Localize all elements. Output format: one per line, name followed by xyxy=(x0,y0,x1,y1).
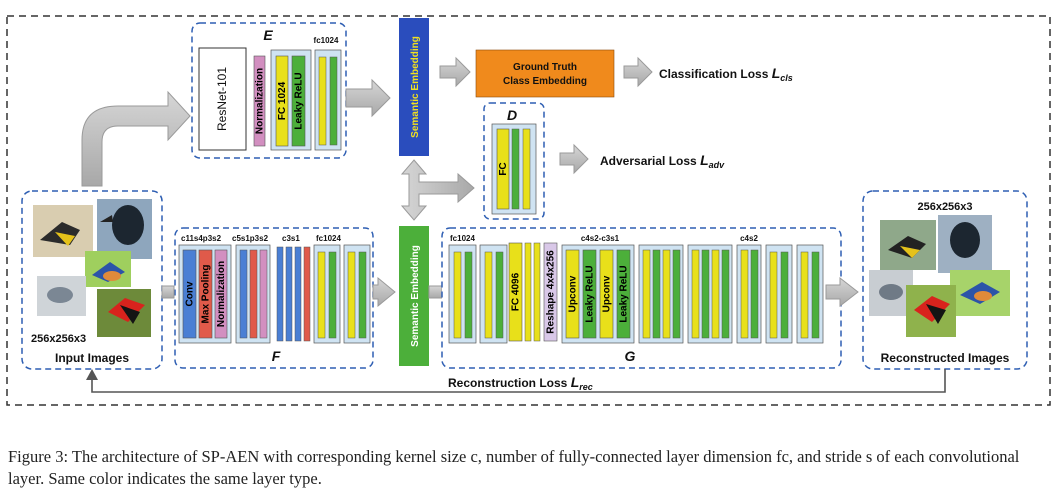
F-conv-layer xyxy=(182,249,197,339)
G-reshape-label: Reshape 4x4x256 xyxy=(546,250,557,334)
F-conv-label: Conv xyxy=(185,281,196,306)
ground-truth-line1: Ground Truth xyxy=(513,62,577,73)
F-pool-layer xyxy=(198,249,213,339)
architecture-diagram: 256x256x3 Input Images E fc1024 ResNet-1… xyxy=(6,15,1051,406)
arrow-to-adv-loss xyxy=(559,143,589,175)
arrow-input-to-E xyxy=(81,90,191,187)
arrow-F-to-embedding xyxy=(372,276,396,308)
figure-caption: Figure 3: The architecture of SP-AEN wit… xyxy=(8,447,1020,488)
adversarial-loss: Adversarial Loss Ladv xyxy=(600,152,725,170)
E-norm-layer xyxy=(253,55,266,147)
D-fc-layer xyxy=(496,128,510,210)
D-fc-label: FC xyxy=(498,162,509,175)
G-fc4096-layer xyxy=(508,242,523,342)
D-relu-layer xyxy=(511,128,520,210)
G-relu1-label: Leaky ReLU xyxy=(585,265,596,322)
ground-truth-line2: Class Embedding xyxy=(503,76,587,87)
G-cmid-label: c4s2-c3s1 xyxy=(581,234,620,243)
F-c4-label: fc1024 xyxy=(316,234,341,243)
G-relu1-layer xyxy=(582,249,597,339)
E-norm-label: Normalization xyxy=(255,68,266,134)
F-conv3-b xyxy=(285,246,293,342)
G-fc4096-label: FC 4096 xyxy=(511,272,522,311)
reconstructed-images-label: Reconstructed Images xyxy=(881,351,1010,365)
module-G-letter: G xyxy=(625,348,636,364)
input-images-label: Input Images xyxy=(55,351,129,365)
arrow-embedding-to-G xyxy=(428,285,443,299)
G-reshape-layer xyxy=(543,242,558,342)
reconstructed-bird-photos xyxy=(869,215,1010,337)
G-upconv2-label: Upconv xyxy=(602,275,613,312)
F-norm-layer xyxy=(214,249,228,339)
resnet-label: ResNet-101 xyxy=(215,67,229,131)
reconstruction-loss-line xyxy=(91,369,946,393)
arrow-to-ground-truth xyxy=(439,56,471,88)
semantic-embedding-bottom xyxy=(399,226,429,366)
F-pool3 xyxy=(303,246,311,342)
E-out-relu xyxy=(329,56,338,146)
G-upconv1-label: Upconv xyxy=(568,275,579,312)
reconstruction-loss: Reconstruction Loss Lrec xyxy=(448,374,593,392)
E-fc1024-layer xyxy=(275,55,289,147)
output-size-label: 256x256x3 xyxy=(917,201,972,213)
F-pool-label: Max Pooling xyxy=(201,265,212,324)
semantic-embedding-top xyxy=(399,18,429,156)
G-upconv2-layer xyxy=(599,249,614,339)
F-c1-label: c11s4p3s2 xyxy=(181,234,222,243)
F-c3-label: c3s1 xyxy=(282,234,300,243)
F-conv3-c xyxy=(294,246,302,342)
arrow-G-to-output xyxy=(825,276,859,308)
ground-truth-box xyxy=(475,49,615,98)
arrow-to-cls-loss xyxy=(623,56,653,88)
outer-frame xyxy=(6,15,1051,406)
arrow-E-to-embedding xyxy=(345,78,391,118)
module-F-letter: F xyxy=(272,348,281,364)
D-out-layer xyxy=(522,128,531,210)
G-relu2-layer xyxy=(616,249,631,339)
F-c2-label: c5s1p3s2 xyxy=(232,234,269,243)
E-fc1024-label: FC 1024 xyxy=(277,81,288,120)
F-conv3-a xyxy=(276,246,284,342)
resnet-block xyxy=(198,47,247,151)
semantic-embedding-top-label: Semantic Embedding xyxy=(410,36,421,138)
G-clast-label: c4s2 xyxy=(740,234,758,243)
E-out-fc xyxy=(318,56,327,146)
semantic-embedding-bottom-label: Semantic Embedding xyxy=(410,245,421,347)
module-D-letter: D xyxy=(507,107,517,123)
E-relu-layer xyxy=(291,55,306,147)
F-norm-label: Normalization xyxy=(216,261,227,327)
input-size-label: 256x256x3 xyxy=(31,333,86,345)
arrow-input-to-F xyxy=(161,285,175,299)
module-E-letter: E xyxy=(263,27,273,43)
E-fc-label: fc1024 xyxy=(314,36,339,45)
classification-loss: Classification Loss Lcls xyxy=(659,65,793,83)
reconstruction-loss-arrowhead xyxy=(86,369,98,380)
G-relu2-label: Leaky ReLU xyxy=(619,265,630,322)
input-bird-photos xyxy=(33,199,152,337)
E-relu-label: Leaky ReLU xyxy=(294,72,305,129)
arrow-embeddings-to-D xyxy=(400,159,475,221)
G-fc-label: fc1024 xyxy=(450,234,475,243)
G-upconv1-layer xyxy=(565,249,580,339)
